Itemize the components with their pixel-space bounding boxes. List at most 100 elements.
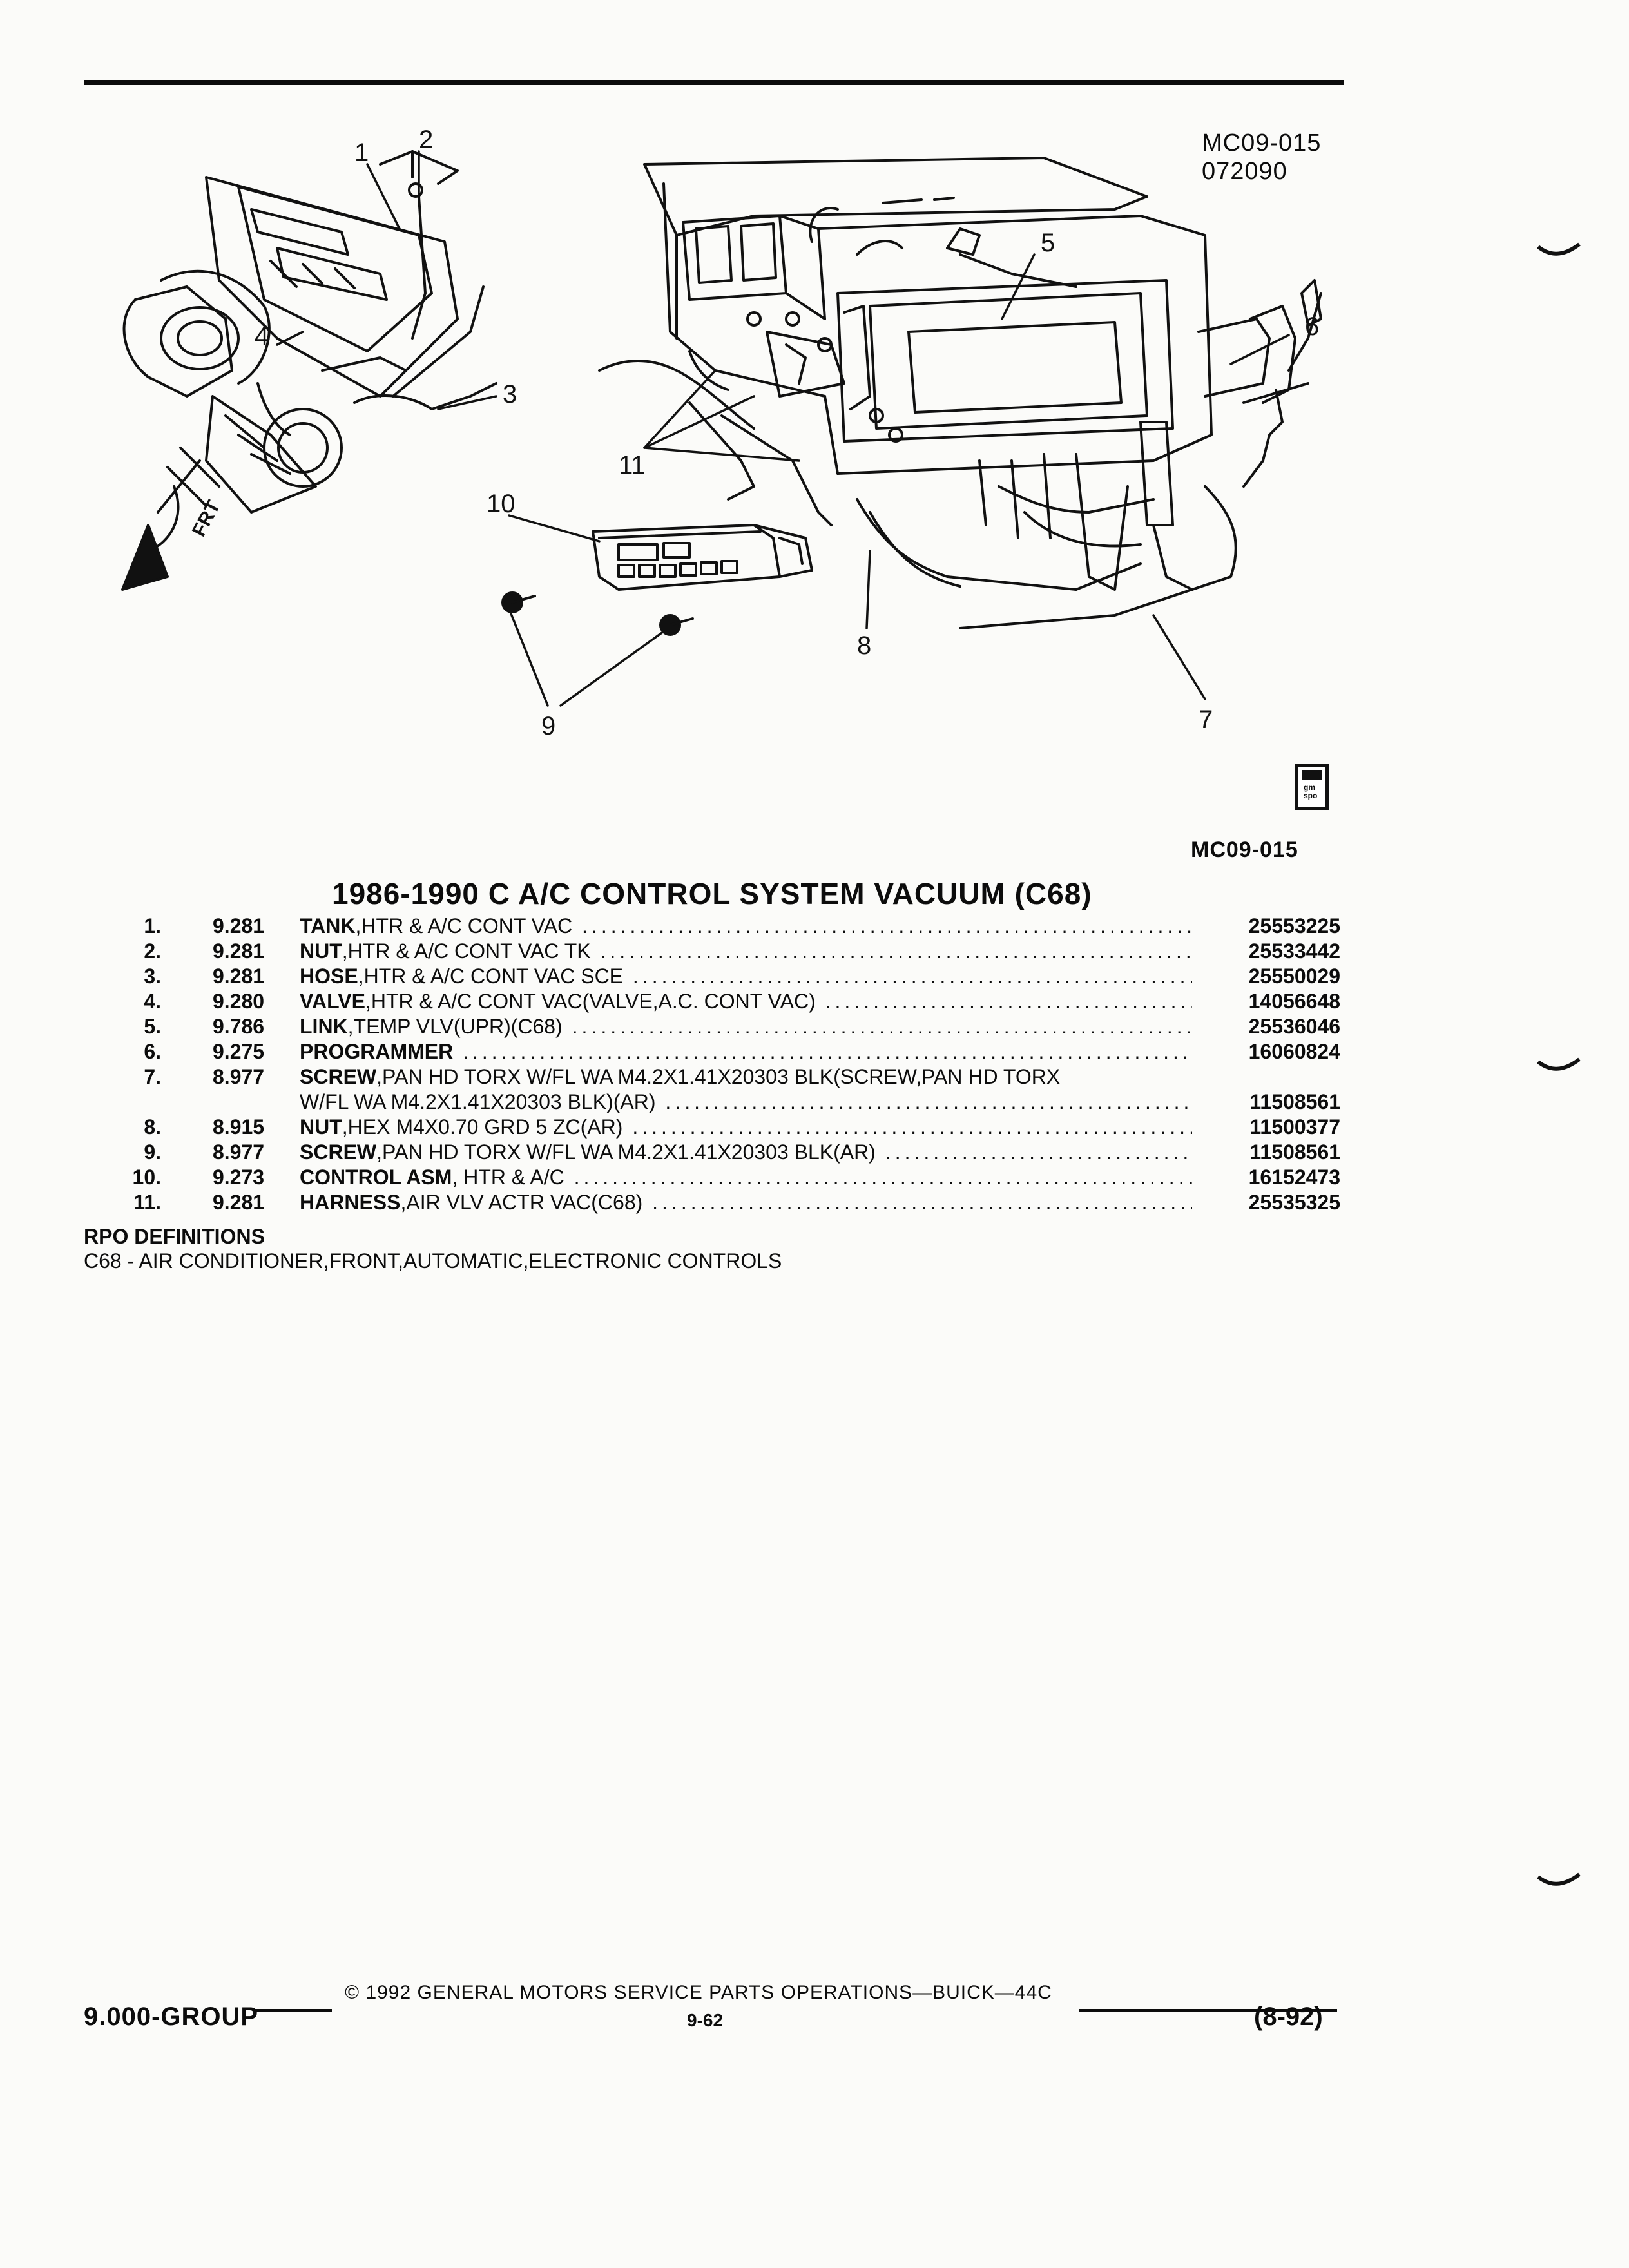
- part-number-index: 6.: [144, 1040, 161, 1063]
- callout-8: 8: [857, 631, 871, 660]
- part-number-index: 9.: [144, 1140, 161, 1164]
- part-description: SCREW,PAN HD TORX W/FL WA M4.2X1.41X2030…: [300, 1140, 1192, 1164]
- part-description: HOSE,HTR & A/C CONT VAC SCE ............…: [300, 965, 1192, 988]
- part-name: SCREW: [300, 1065, 377, 1088]
- callout-7: 7: [1199, 706, 1213, 734]
- part-number-index: 3.: [144, 965, 161, 988]
- part-name: LINK: [300, 1015, 348, 1038]
- part-desc-text: ,HTR & A/C CONT VAC SCE: [358, 965, 624, 988]
- callout-2: 2: [419, 126, 433, 154]
- part-number: 11508561: [1249, 1140, 1340, 1164]
- parts-row: 1. 9.281 TANK,HTR & A/C CONT VAC .........…: [116, 914, 1340, 939]
- part-description: VALVE,HTR & A/C CONT VAC(VALVE,A.C. CONT…: [300, 990, 1192, 1013]
- figure-date: 072090: [1202, 158, 1287, 185]
- parts-row: 4. 9.280 VALVE,HTR & A/C CONT VAC(VALVE,A.…: [116, 989, 1340, 1014]
- part-number-index: 2.: [144, 939, 161, 963]
- part-number: 25550029: [1248, 965, 1340, 988]
- edge-mark-3: [1537, 1872, 1581, 1886]
- callout-1: 1: [354, 139, 369, 167]
- gm-icon-text-spo: spo: [1304, 791, 1318, 800]
- part-number-index: 4.: [144, 990, 161, 1013]
- edge-mark-1: [1537, 242, 1581, 256]
- edge-mark-2: [1537, 1057, 1581, 1071]
- part-group-code: 9.281: [213, 1191, 265, 1214]
- part-desc-text: ,HEX M4X0.70 GRD 5 ZC(AR): [342, 1115, 623, 1139]
- part-number-index: 1.: [144, 914, 161, 937]
- part-group-code: 9.280: [213, 990, 265, 1013]
- part-description: CONTROL ASM, HTR & A/C .................…: [300, 1166, 1192, 1189]
- part-group-code: 9.275: [213, 1040, 265, 1063]
- part-number: 14056648: [1248, 990, 1340, 1013]
- front-direction-label: FRT: [188, 497, 225, 540]
- part-description: PROGRAMMER .............................…: [300, 1040, 1192, 1063]
- part-desc-text: ,PAN HD TORX W/FL WA M4.2X1.41X20303 BLK…: [376, 1140, 876, 1164]
- part-group-code: 8.915: [213, 1115, 265, 1139]
- part-desc-text: ,AIR VLV ACTR VAC(C68): [400, 1191, 643, 1214]
- part-number: 11500377: [1249, 1115, 1340, 1139]
- footer-rule-left: [255, 2009, 332, 2012]
- gm-spo-icon: gm spo: [1295, 764, 1329, 810]
- part-description: TANK,HTR & A/C CONT VAC ................…: [300, 914, 1192, 937]
- footer-page-number: 9-62: [687, 2010, 724, 2030]
- part-number: 25535325: [1248, 1191, 1340, 1214]
- part-description: W/FL WA M4.2X1.41X20303 BLK)(AR) .......…: [300, 1090, 1192, 1113]
- figure-id-block: MC09-015 072090: [1202, 129, 1321, 186]
- part-group-code: 8.977: [213, 1140, 265, 1164]
- parts-row: 8. 8.915 NUT,HEX M4X0.70 GRD 5 ZC(AR) ....…: [116, 1115, 1340, 1140]
- parts-row: 11. 9.281 HARNESS,AIR VLV ACTR VAC(C68) ..…: [116, 1190, 1340, 1215]
- part-number: 25536046: [1248, 1015, 1340, 1038]
- footer-rule-right: [1079, 2009, 1337, 2012]
- part-desc-text: ,HTR & A/C CONT VAC TK: [342, 939, 591, 963]
- part-name: NUT: [300, 939, 342, 963]
- parts-row: 7. 8.977 SCREW,PAN HD TORX W/FL WA M4.2X1.…: [116, 1064, 1340, 1090]
- part-name: SCREW: [300, 1140, 377, 1164]
- part-desc-text: ,PAN HD TORX W/FL WA M4.2X1.41X20303 BLK…: [376, 1065, 1061, 1088]
- part-desc-text: ,HTR & A/C CONT VAC(VALVE,A.C. CONT VAC): [365, 990, 816, 1013]
- parts-row: 6. 9.275 PROGRAMMER ......................…: [116, 1039, 1340, 1064]
- part-group-code: 9.281: [213, 939, 265, 963]
- part-description: NUT,HEX M4X0.70 GRD 5 ZC(AR) ...........…: [300, 1115, 1192, 1139]
- part-number: 25533442: [1248, 939, 1340, 963]
- footer-copyright: © 1992 GENERAL MOTORS SERVICE PARTS OPER…: [345, 1982, 1052, 2003]
- gm-icon-text-gm: gm: [1304, 783, 1315, 792]
- front-direction-arrow: [121, 459, 201, 591]
- callout-6: 6: [1305, 312, 1319, 341]
- part-description: LINK,TEMP VLV(UPR)(C68) ................…: [300, 1015, 1192, 1038]
- part-group-code: 9.786: [213, 1015, 265, 1038]
- callout-leader-lines: [276, 150, 1290, 707]
- part-desc-text: , HTR & A/C: [452, 1166, 564, 1189]
- figure-code: MC09-015: [1202, 130, 1322, 157]
- part-number-index: 11.: [133, 1191, 161, 1214]
- parts-row-continuation: W/FL WA M4.2X1.41X20303 BLK)(AR) .......…: [116, 1090, 1340, 1115]
- section-title: 1986-1990 C A/C CONTROL SYSTEM VACUUM (C…: [332, 877, 1092, 910]
- dash-assembly-drawing: [598, 157, 1322, 629]
- part-name: VALVE: [300, 990, 365, 1013]
- callout-9: 9: [541, 712, 555, 740]
- part-name: CONTROL ASM: [300, 1166, 452, 1189]
- parts-list: 1. 9.281 TANK,HTR & A/C CONT VAC .........…: [116, 914, 1340, 1215]
- part-number: 25553225: [1248, 914, 1340, 937]
- control-assembly-drawing: [501, 524, 813, 636]
- part-description: HARNESS,AIR VLV ACTR VAC(C68) ..........…: [300, 1191, 1192, 1214]
- callout-5: 5: [1041, 229, 1055, 257]
- part-number-index: 7.: [144, 1065, 161, 1088]
- footer-revision: (8-92): [1254, 2003, 1323, 2031]
- part-number-index: 10.: [132, 1166, 161, 1189]
- part-name: HOSE: [300, 965, 358, 988]
- part-number: 11508561: [1249, 1090, 1340, 1113]
- part-group-code: 9.281: [213, 914, 265, 937]
- callout-10: 10: [487, 490, 516, 518]
- part-name: PROGRAMMER: [300, 1040, 454, 1063]
- part-group-code: 9.281: [213, 965, 265, 988]
- rpo-heading: RPO DEFINITIONS: [84, 1225, 265, 1248]
- part-name: TANK: [300, 914, 356, 937]
- parts-row: 9. 8.977 SCREW,PAN HD TORX W/FL WA M4.2X1.…: [116, 1140, 1340, 1165]
- part-number: 16060824: [1248, 1040, 1340, 1063]
- part-group-code: 8.977: [213, 1065, 265, 1088]
- part-name: HARNESS: [300, 1191, 401, 1214]
- figure-code-bottom: MC09-015: [1191, 838, 1298, 862]
- part-number-index: 8.: [144, 1115, 161, 1139]
